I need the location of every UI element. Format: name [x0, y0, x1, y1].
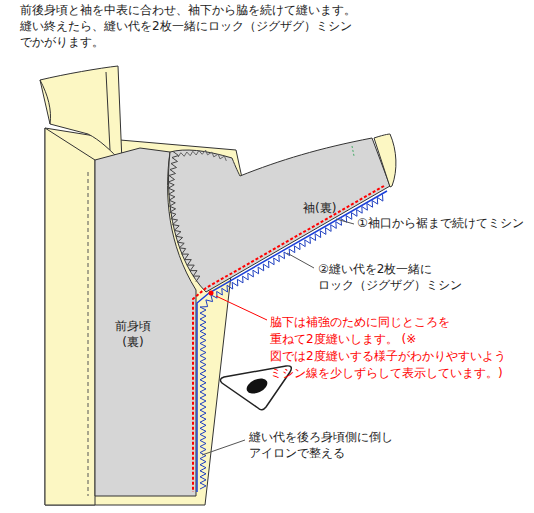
leader-line [336, 219, 354, 224]
part-label: 袖(裏) [303, 200, 339, 216]
instruction-text: 前後身頃と袖を中表に合わせ、袖下から脇を続けて縫います。 縫い終えたら、縫い代を… [20, 2, 358, 50]
callout-text: ②縫い代を2枚一緒に ロック（ジグザグ）ミシン [318, 261, 464, 293]
leader-line [216, 296, 267, 320]
iron-handle [244, 375, 269, 396]
cuff-mark [352, 146, 354, 156]
callout-text: ①袖口から裾まで続けてミシン [357, 215, 526, 231]
collar-stand [106, 72, 110, 150]
callout-text: 縫い代を後ろ身頃側に倒し アイロンで整える [249, 429, 395, 461]
facing-stitch [88, 172, 89, 496]
collar-edge [40, 80, 51, 124]
part-label: 前身頃 (裏) [114, 318, 152, 350]
cuff [374, 134, 396, 187]
front-facing [45, 128, 95, 505]
gather-line [178, 150, 226, 161]
leader-line [287, 253, 314, 268]
reinforce-mark [209, 291, 214, 296]
overlock-stitch [168, 152, 200, 282]
note-text: 脇下は補強のために同じところを 重ねて2度縫いします。 (※図では2度縫いする様… [270, 314, 523, 382]
leader-line [202, 440, 245, 455]
